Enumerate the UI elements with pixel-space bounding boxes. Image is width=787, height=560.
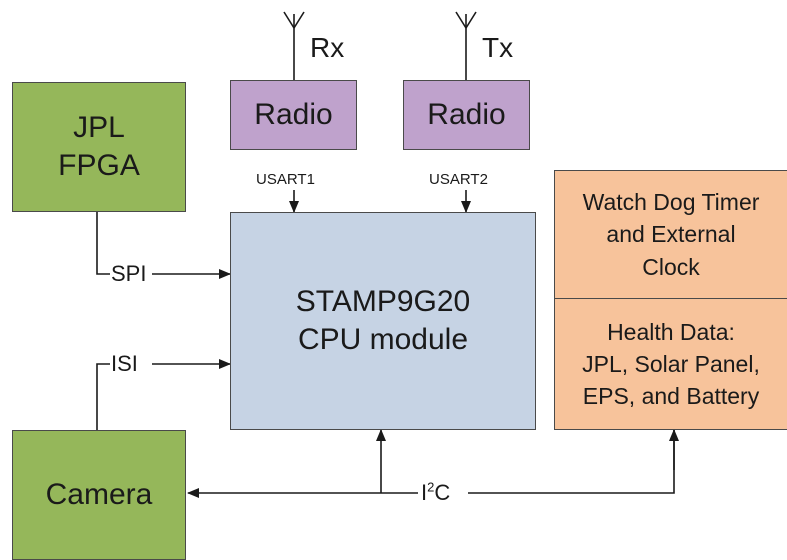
camera-label: Camera xyxy=(45,477,153,511)
camera-block: Camera xyxy=(12,430,186,560)
i2c-label: I2C xyxy=(420,479,452,505)
watchdog-line3: Clock xyxy=(642,253,700,280)
usart2-label: USART2 xyxy=(429,171,488,188)
i2c-base: I xyxy=(421,480,428,505)
radio-rx-block: Radio xyxy=(230,80,357,150)
spi-label: SPI xyxy=(110,261,148,286)
radio-tx-label: Radio xyxy=(427,97,506,131)
antenna-rx-icon xyxy=(283,11,305,80)
cpu-module-block: STAMP9G20 CPU module xyxy=(230,212,536,430)
isi-line xyxy=(96,363,110,430)
radio-tx-block: Radio xyxy=(403,80,530,150)
antenna-tx-icon xyxy=(455,11,477,80)
watchdog-line2: and External xyxy=(606,221,736,248)
i2c-sup: 2 xyxy=(427,479,435,495)
fpga-line2: FPGA xyxy=(58,149,140,182)
i2c-bus-right xyxy=(468,430,675,494)
watchdog-block: Watch Dog Timer and External Clock xyxy=(554,170,787,299)
health-line3: EPS, and Battery xyxy=(582,383,760,410)
rx-label: Rx xyxy=(310,32,345,63)
tx-label: Tx xyxy=(482,32,514,63)
jpl-fpga-block: JPL FPGA xyxy=(12,82,186,212)
cpu-line1: STAMP9G20 xyxy=(295,284,471,318)
watchdog-line1: Watch Dog Timer xyxy=(582,189,760,216)
spi-line xyxy=(96,212,110,275)
health-data-block: Health Data: JPL, Solar Panel, EPS, and … xyxy=(554,298,787,430)
cpu-line2: CPU module xyxy=(297,323,469,356)
isi-label: ISI xyxy=(110,351,139,376)
fpga-line1: JPL xyxy=(73,110,125,144)
health-line1: Health Data: xyxy=(607,318,735,345)
usart1-label: USART1 xyxy=(256,171,315,188)
health-line2: JPL, Solar Panel, xyxy=(582,350,760,377)
i2c-tail: C xyxy=(434,480,451,505)
radio-rx-label: Radio xyxy=(254,97,333,131)
